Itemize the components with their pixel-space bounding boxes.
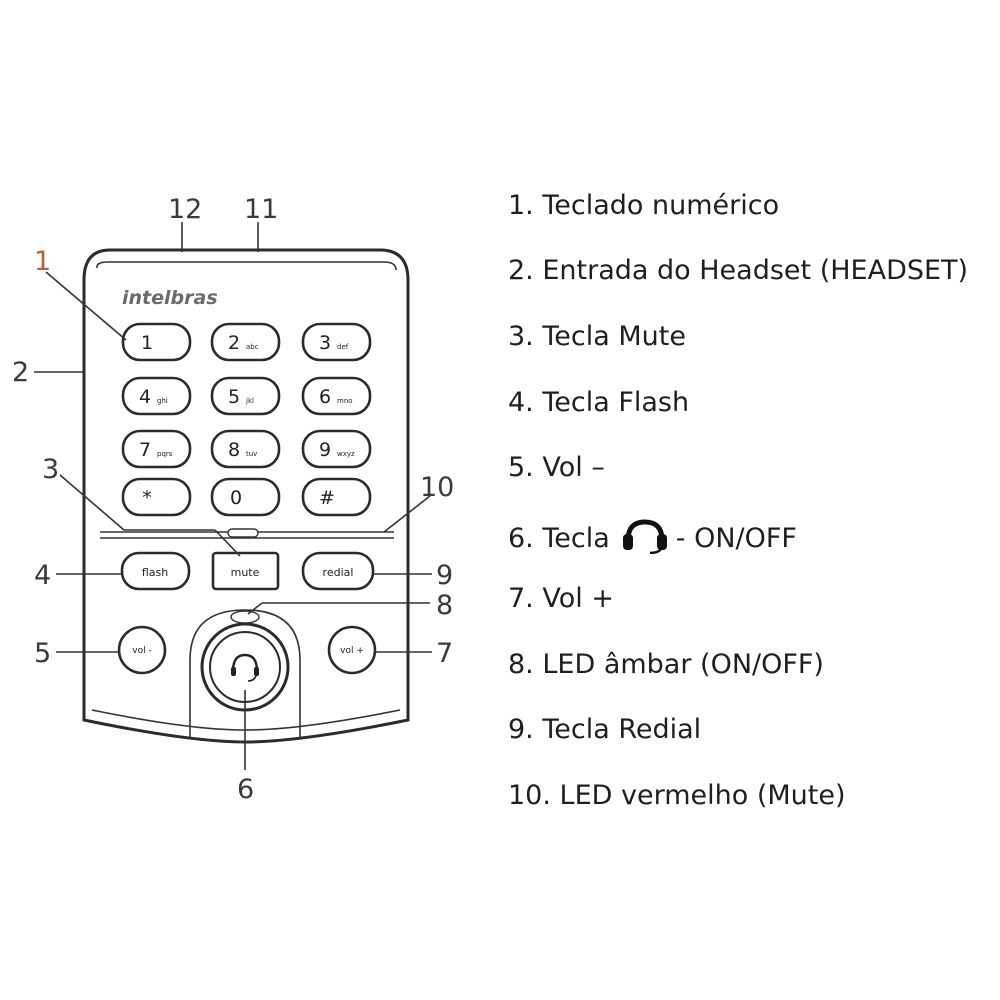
legend-item: 10. LED vermelho (Mute)	[508, 780, 846, 811]
callout-4: 4	[34, 560, 51, 591]
keypad-key-8[interactable]: 8 tuv	[210, 429, 281, 469]
redial-label: redial	[323, 566, 354, 579]
legend-item: 7. Vol +	[508, 583, 614, 614]
legend-item: 2. Entrada do Headset (HEADSET)	[508, 255, 969, 286]
keypad-key-4[interactable]: 4 ghi	[121, 376, 192, 416]
callout-10: 10	[420, 472, 454, 503]
headset-button[interactable]	[200, 622, 290, 712]
callout-8: 8	[436, 590, 453, 621]
callout-9: 9	[436, 560, 453, 591]
keypad-key-letters: jkl	[245, 397, 254, 405]
legend-item: 4. Tecla Flash	[508, 387, 690, 418]
callout-2: 2	[12, 357, 29, 388]
legend-item-text: 6. Tecla	[508, 523, 610, 554]
keypad-key-star[interactable]: *	[121, 477, 192, 517]
redial-button[interactable]: redial	[301, 551, 375, 591]
mute-led	[227, 528, 259, 538]
device-top-edge	[96, 261, 397, 271]
legend-item: 6. Tecla - ON/OFF	[508, 518, 797, 561]
keypad-key-label: 3	[319, 332, 331, 354]
keypad-key-1[interactable]: 1	[121, 322, 192, 362]
legend-item: 1. Teclado numérico	[508, 190, 780, 221]
numeric-keypad: 1 2 abc 3 def 4 ghi 5 jkl 6 mno 7 pqrs 8 tuv 9 wxyz * 0 #	[121, 322, 372, 517]
callout-6: 6	[237, 774, 254, 805]
mute-label: mute	[231, 566, 260, 579]
legend-item: 5. Vol –	[508, 452, 605, 483]
vol-plus-label: vol +	[340, 646, 364, 656]
keypad-key-label: 4	[139, 386, 151, 408]
keypad-key-label: *	[142, 487, 152, 509]
keypad-key-label: 2	[228, 332, 240, 354]
keypad-key-letters: wxyz	[337, 450, 355, 458]
vol-plus-button[interactable]: vol +	[327, 625, 377, 675]
keypad-key-5[interactable]: 5 jkl	[210, 376, 281, 416]
keypad-key-letters: abc	[246, 343, 259, 351]
amber-led	[230, 610, 260, 624]
flash-label: flash	[142, 566, 168, 579]
keypad-key-letters: ghi	[157, 397, 168, 405]
keypad-key-hash[interactable]: #	[301, 477, 372, 517]
callout-12: 12	[168, 194, 202, 225]
headset-icon	[620, 518, 670, 561]
keypad-key-label: 7	[139, 439, 151, 461]
keypad-key-7[interactable]: 7 pqrs	[121, 429, 192, 469]
legend-item: 8. LED âmbar (ON/OFF)	[508, 649, 824, 680]
keypad-key-letters: tuv	[246, 450, 257, 458]
callout-leaders	[34, 222, 432, 770]
callout-7: 7	[436, 638, 453, 669]
keypad-key-letters: pqrs	[157, 450, 173, 458]
callout-11: 11	[244, 194, 278, 225]
keypad-key-label: 6	[319, 386, 331, 408]
mute-button[interactable]: mute	[211, 551, 280, 591]
callout-3: 3	[42, 454, 59, 485]
keypad-key-0[interactable]: 0	[210, 477, 281, 517]
keypad-key-label: 0	[230, 487, 242, 509]
headset-button-icon	[231, 653, 259, 682]
keypad-key-2[interactable]: 2 abc	[210, 322, 281, 362]
callout-1: 1	[34, 246, 51, 277]
keypad-key-3[interactable]: 3 def	[301, 322, 372, 362]
flash-button[interactable]: flash	[120, 551, 191, 591]
headset-button-housing	[189, 609, 301, 738]
legend-item-text: - ON/OFF	[675, 523, 797, 554]
keypad-key-letters: def	[337, 343, 349, 351]
vol-minus-button[interactable]: vol -	[117, 625, 167, 675]
keypad-key-label: 9	[319, 439, 331, 461]
keypad-key-letters: mno	[337, 397, 353, 405]
callout-5: 5	[34, 638, 51, 669]
keypad-key-label: 8	[228, 439, 240, 461]
legend-item: 3. Tecla Mute	[508, 321, 686, 352]
brand-logo: intelbras	[122, 287, 218, 309]
legend-item: 9. Tecla Redial	[508, 714, 702, 745]
keypad-key-9[interactable]: 9 wxyz	[301, 429, 372, 469]
keypad-key-label: 1	[141, 332, 153, 354]
keypad-key-label: #	[319, 487, 335, 509]
vol-minus-label: vol -	[132, 646, 151, 656]
keypad-key-6[interactable]: 6 mno	[301, 376, 372, 416]
keypad-key-label: 5	[228, 386, 240, 408]
